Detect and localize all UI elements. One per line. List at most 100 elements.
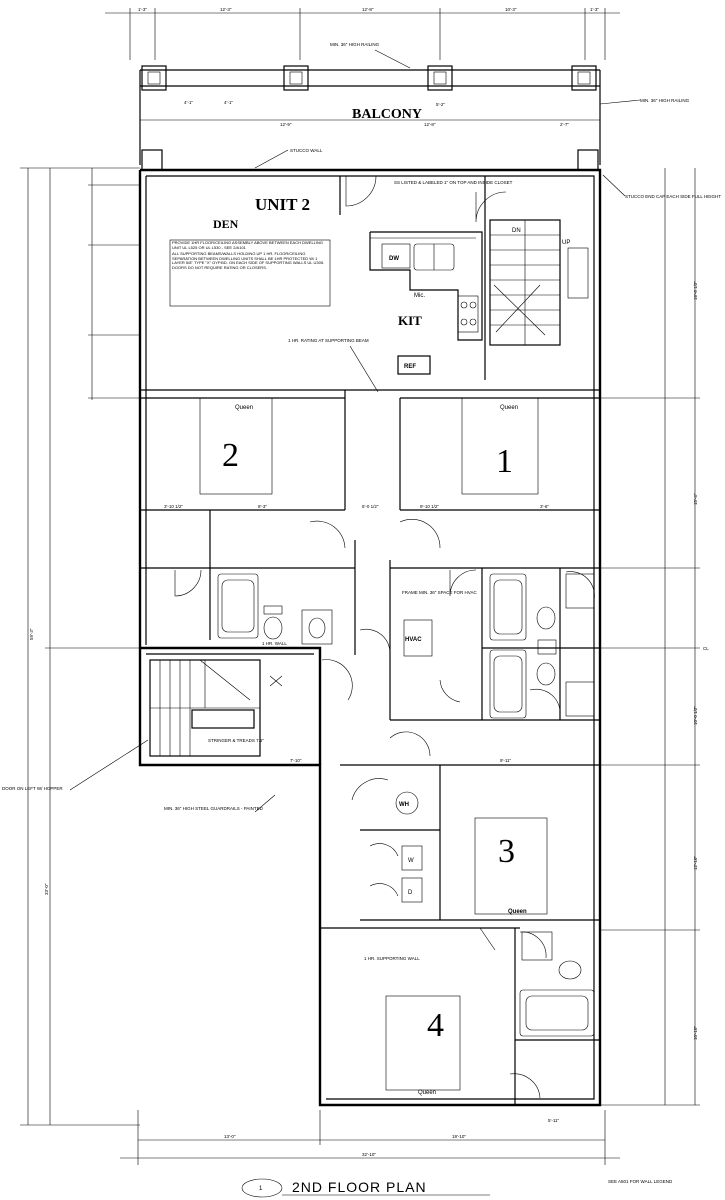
bed-size-label: Queen bbox=[508, 909, 527, 915]
column-post bbox=[141, 149, 163, 171]
right-dimension-string: 16'-8 1/2" 15'-4" 10'-0 1/2" 12'-10" 10'… bbox=[600, 168, 709, 1106]
interior-dim-1: 3'-10 1/2" bbox=[164, 504, 183, 509]
stair-notes: STRINGER & TREADS 7.5" bbox=[208, 738, 264, 743]
balcony-dim-6: 2'-7" bbox=[560, 122, 569, 127]
dryer bbox=[401, 877, 423, 903]
stair-up-label: UP bbox=[562, 240, 570, 246]
left-lower-dim: 33'-0" bbox=[44, 883, 49, 895]
washer bbox=[401, 845, 423, 871]
ss-listed-note: SS LISTED & LABELED 1" ON TOP AND INSIDE… bbox=[394, 180, 513, 185]
unit-label: UNIT 2 bbox=[255, 195, 310, 214]
floor-ceiling-note-box bbox=[169, 239, 331, 307]
vanity-sink bbox=[301, 609, 333, 645]
bathtub bbox=[519, 989, 595, 1037]
kitchen-label: KIT bbox=[398, 313, 422, 328]
interior-dim-4: 9'-10 1/2" bbox=[420, 504, 439, 509]
bedroom-4: 1 HR. SUPPORTING WALL Queen 4 5'-11" bbox=[320, 927, 600, 1123]
column-post bbox=[427, 65, 453, 91]
refrigerator bbox=[397, 355, 431, 375]
bottom-dim-2: 19'-10" bbox=[452, 1134, 466, 1139]
top-dim-5: 1'-3" bbox=[590, 7, 599, 12]
stucco-wall-note: STUCCO WALL bbox=[290, 148, 323, 153]
toilet bbox=[536, 662, 556, 686]
steel-guardrails-note: MIN. 36" HIGH STEEL GUARDRAILS - PAINTED bbox=[164, 806, 264, 811]
drawing-title: 1 2ND FLOOR PLAN SEE A501 FOR WALL LEGEN… bbox=[241, 1178, 673, 1198]
wall-legend-note: SEE A501 FOR WALL LEGEND bbox=[608, 1179, 673, 1184]
top-dim-1: 1'-3" bbox=[138, 7, 147, 12]
column-post bbox=[571, 65, 597, 91]
bottom-dimension-string: 13'-0" 19'-10" 32'-10" bbox=[120, 1110, 620, 1165]
top-dim-2: 12'-3" bbox=[220, 7, 232, 12]
bedroom-3-number: 3 bbox=[498, 833, 515, 870]
interior-dim-6: 7'-10" bbox=[290, 758, 302, 763]
microwave-label: Mic. bbox=[414, 293, 425, 299]
right-dim-2: 15'-4" bbox=[693, 493, 698, 505]
balcony-dim-4: 12'-9" bbox=[280, 122, 292, 127]
bedroom-2-number: 2 bbox=[222, 437, 239, 474]
bedroom-1-number: 1 bbox=[496, 443, 513, 480]
hvac-label: HVAC bbox=[405, 637, 422, 643]
dryer-label: D bbox=[408, 890, 413, 896]
column-post bbox=[577, 149, 599, 171]
bottom-dim-1: 13'-0" bbox=[224, 1134, 236, 1139]
interior-dim-3: 5'-0 1/2" bbox=[362, 504, 379, 509]
supporting-beams-note: ALL SUPPORTING BEAMS/WALLS HOLDING UP 1 … bbox=[172, 251, 325, 270]
water-heater-label: WH bbox=[399, 802, 409, 808]
den-label: DEN bbox=[213, 217, 239, 231]
stair-lower: 1 HR. WALL STRINGER & TREADS 7.5" DOOR O… bbox=[2, 641, 322, 813]
range bbox=[457, 295, 479, 333]
detail-number-bubble bbox=[241, 1178, 283, 1198]
top-dim-4: 10'-3" bbox=[505, 7, 517, 12]
stair-down-label: DN bbox=[512, 228, 521, 234]
balcony: BALCONY 4'-1" 4'-1" 5'-2" 12'-9" 12'-8" … bbox=[139, 65, 690, 171]
right-dim-3: 10'-0 1/2" bbox=[693, 706, 698, 725]
balcony-dim-2: 4'-1" bbox=[224, 100, 233, 105]
toilet bbox=[263, 616, 283, 640]
floor-ceiling-note: PROVIDE 1HR FLOOR/CEILING ASSEMBLY ABOVE… bbox=[172, 241, 324, 250]
bedroom-1: Queen 1 5'-0 1/2" 9'-10 1/2" 3'-6" bbox=[362, 397, 600, 511]
detail-number: 1 bbox=[259, 1186, 263, 1192]
stucco-end-note: STUCCO END CAP EACH SIDE FULL HEIGHT bbox=[625, 194, 721, 199]
den-kitchen-area: UNIT 2 DEN PROVIDE 1HR FLOOR/CEILING ASS… bbox=[140, 176, 600, 393]
queen-bed bbox=[385, 995, 461, 1091]
queen-bed bbox=[474, 817, 548, 915]
right-dim-1: 16'-8 1/2" bbox=[693, 281, 698, 300]
column-post bbox=[283, 65, 309, 91]
bedroom-4-number: 4 bbox=[427, 1007, 444, 1044]
top-dim-3: 12'-8" bbox=[362, 7, 374, 12]
balcony-label: BALCONY bbox=[352, 107, 422, 122]
hvac-unit bbox=[403, 619, 433, 657]
toilet bbox=[536, 606, 556, 630]
interior-dim-8: 5'-11" bbox=[548, 1118, 560, 1123]
bathtub bbox=[217, 573, 259, 639]
bedroom-3: WH W D Queen 3 7'-10" 9'-11" bbox=[290, 758, 600, 921]
toilet bbox=[558, 960, 582, 980]
door-left-note: DOOR ON LEFT W/ HOPPER bbox=[2, 786, 63, 791]
left-total-dim: 59'-3" bbox=[29, 628, 34, 640]
bed-size-label: Queen bbox=[500, 405, 518, 411]
right-dim-4: 12'-10" bbox=[693, 856, 698, 870]
left-dimension-string: 59'-3" 33'-0" bbox=[20, 167, 140, 1126]
railing-note-top: MIN. 36" HIGH RAILING bbox=[330, 42, 380, 47]
bottom-total-dim: 32'-10" bbox=[362, 1152, 376, 1157]
middle-bathrooms: HVAC FRAME MIN. 36" SPACE FOR HVAC bbox=[140, 510, 600, 721]
balcony-dim-1: 4'-1" bbox=[184, 100, 193, 105]
washer-label: W bbox=[408, 858, 414, 864]
balcony-dim-5: 12'-8" bbox=[424, 122, 436, 127]
refrigerator-label: REF bbox=[404, 364, 416, 370]
balcony-dim-3: 5'-2" bbox=[436, 102, 445, 107]
queen-bed bbox=[461, 397, 539, 495]
column-post bbox=[141, 65, 167, 91]
rating-supporting-note: 1 HR. RATING AT SUPPORTING BEAM bbox=[288, 338, 369, 343]
interior-dim-5: 3'-6" bbox=[540, 504, 549, 509]
vanity-sink bbox=[565, 573, 595, 609]
vanity-sink bbox=[521, 931, 553, 961]
top-dimension-string: 1'-3" 12'-3" 12'-8" 10'-3" 1'-3" bbox=[105, 7, 620, 60]
door-swings bbox=[174, 175, 595, 1099]
exterior-walls bbox=[138, 168, 602, 1107]
bathtub bbox=[489, 573, 527, 641]
bed-size-label: Queen bbox=[418, 1090, 436, 1096]
drawing-title-text: 2ND FLOOR PLAN bbox=[292, 1179, 427, 1195]
frame-hvac-note: FRAME MIN. 36" SPACE FOR HVAC bbox=[402, 590, 477, 595]
right-dim-5: 10'-10" bbox=[693, 1026, 698, 1040]
